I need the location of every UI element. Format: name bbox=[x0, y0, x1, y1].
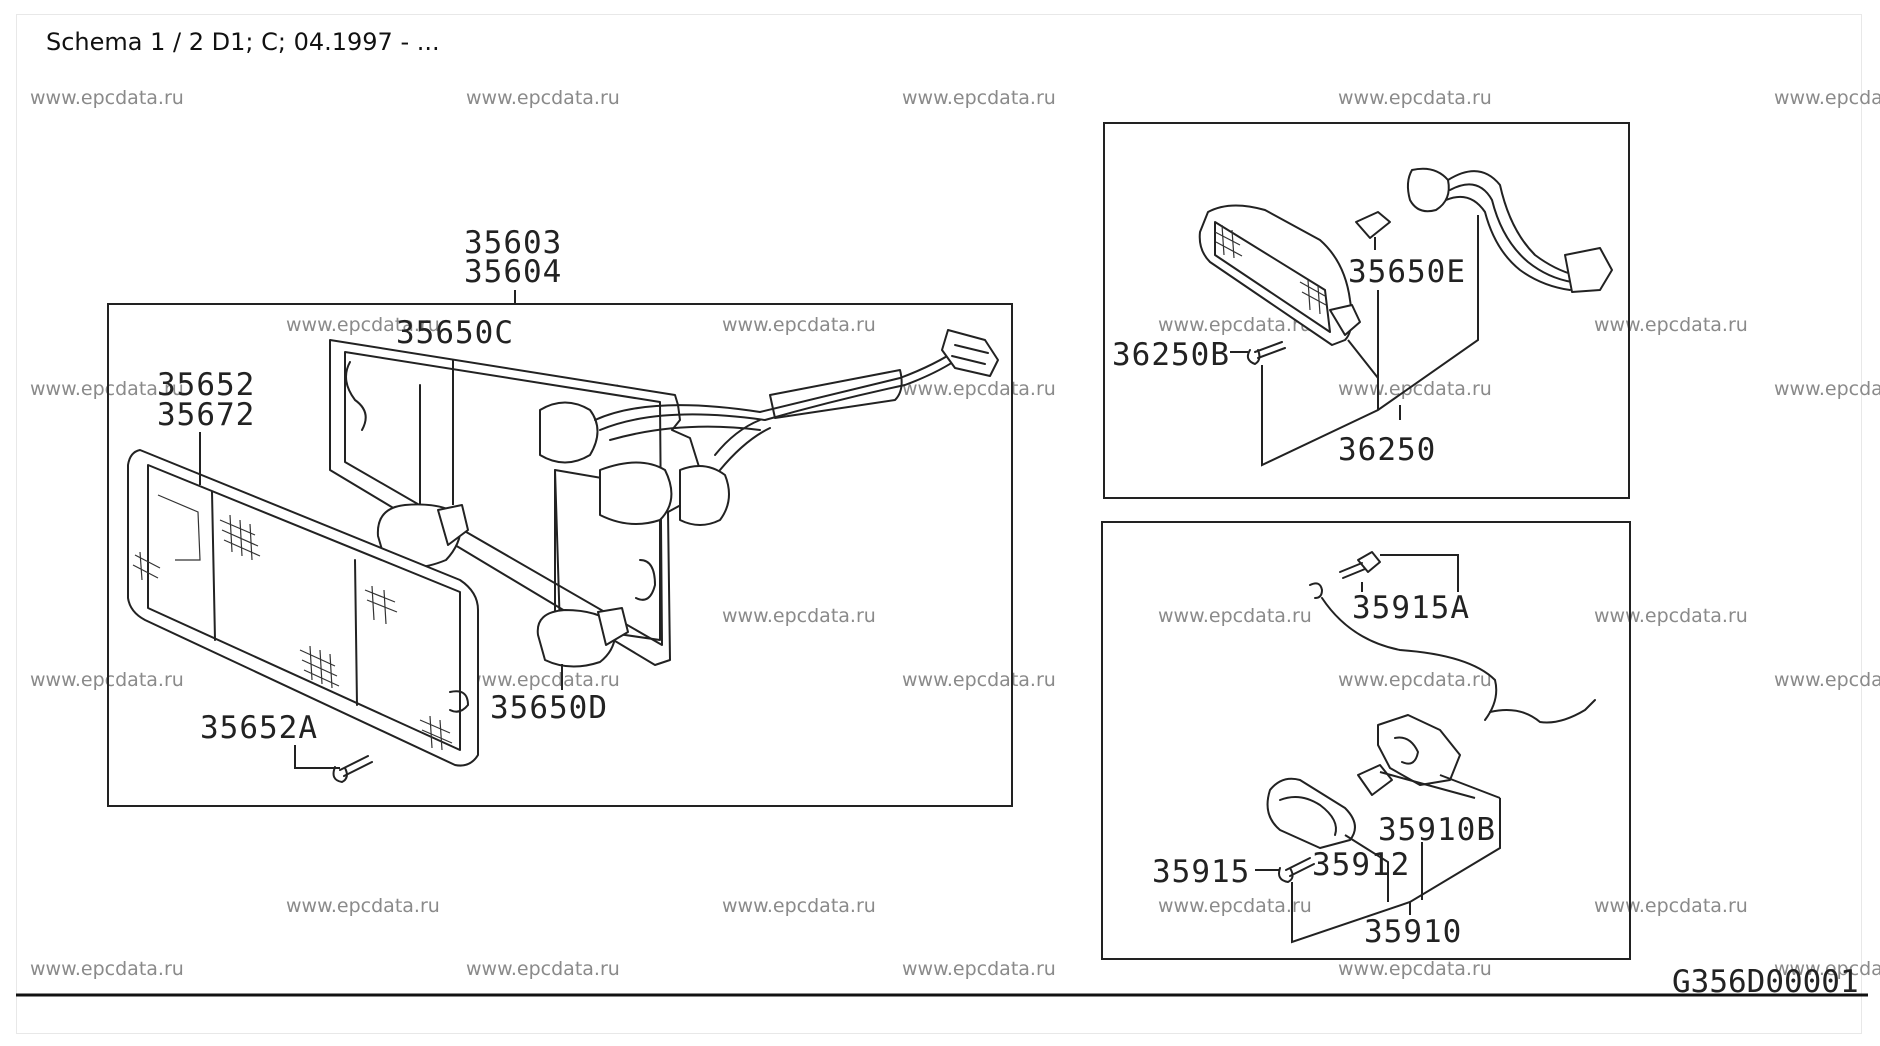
part-number-35910[interactable]: 35910 bbox=[1364, 914, 1462, 950]
part-number-35672[interactable]: 35672 bbox=[157, 397, 255, 433]
part-number-35915A[interactable]: 35915A bbox=[1352, 590, 1470, 626]
page-title: Schema 1 / 2 D1; C; 04.1997 - ... bbox=[46, 28, 440, 56]
part-number-35650E[interactable]: 35650E bbox=[1348, 254, 1466, 290]
watermark-text: www.epcdata.ru bbox=[30, 87, 184, 109]
watermark-text: www.epcdata.ru bbox=[1158, 605, 1312, 627]
leader-line bbox=[1344, 834, 1423, 915]
license-lamp-drawing bbox=[1266, 551, 1596, 883]
diagram-code: G356D00001 bbox=[1672, 964, 1859, 1000]
leader-line bbox=[1379, 771, 1501, 799]
side-marker-panel-border bbox=[1103, 122, 1630, 499]
watermark-text: www.epcdata.ru bbox=[902, 958, 1056, 980]
leader-line bbox=[1361, 554, 1459, 592]
part-number-36250B[interactable]: 36250B bbox=[1112, 337, 1230, 373]
watermark-text: www.epcdata.ru bbox=[1594, 314, 1748, 336]
watermark-text: www.epcdata.ru bbox=[466, 669, 620, 691]
part-number-35912[interactable]: 35912 bbox=[1312, 847, 1410, 883]
watermark-text: www.epcdata.ru bbox=[1338, 958, 1492, 980]
part-number-35603[interactable]: 35603 bbox=[464, 225, 562, 261]
watermark-text: www.epcdata.ru bbox=[902, 669, 1056, 691]
side-marker-lamp-drawing bbox=[1198, 167, 1613, 365]
watermark-text: www.epcdata.ru bbox=[1158, 895, 1312, 917]
leader-line bbox=[1377, 378, 1401, 420]
watermark-text: www.epcdata.ru bbox=[466, 87, 620, 109]
watermark-text: www.epcdata.ru bbox=[722, 895, 876, 917]
lamp-housing-drawing bbox=[329, 329, 999, 668]
watermark-text: www.epcdata.ru bbox=[902, 87, 1056, 109]
watermark-text: www.epcdata.ru bbox=[1594, 605, 1748, 627]
side-marker-panel: 35650E 36250B 36250 bbox=[1103, 122, 1630, 499]
lamp-lens-drawing bbox=[127, 449, 479, 767]
watermark-text: www.epcdata.ru bbox=[1774, 669, 1880, 691]
watermark-text: www.epcdata.ru bbox=[30, 378, 184, 400]
watermark-text: www.epcdata.ru bbox=[1594, 895, 1748, 917]
watermark-text: www.epcdata.ru bbox=[1774, 87, 1880, 109]
watermark-text: www.epcdata.ru bbox=[722, 605, 876, 627]
part-number-35650D[interactable]: 35650D bbox=[490, 690, 608, 726]
screw-35652A-drawing bbox=[332, 755, 373, 783]
watermark-text: www.epcdata.ru bbox=[1158, 314, 1312, 336]
leader-line bbox=[294, 745, 340, 769]
main-panel-border bbox=[107, 303, 1013, 807]
main-panel: 35603 35604 35650C 35652 35672 35652A 35… bbox=[107, 225, 1013, 807]
license-lamp-panel-border bbox=[1101, 521, 1631, 960]
leader-line bbox=[1230, 290, 1379, 379]
part-number-35650C[interactable]: 35650C bbox=[396, 315, 514, 351]
part-number-35915[interactable]: 35915 bbox=[1152, 854, 1250, 890]
watermark-text: www.epcdata.ru bbox=[722, 314, 876, 336]
watermark-text: www.epcdata.ru bbox=[286, 314, 440, 336]
watermark-text: www.epcdata.ru bbox=[1774, 958, 1880, 980]
license-lamp-panel: 35915A 35910B 35915 35912 35910 bbox=[1101, 521, 1631, 960]
part-number-35652A[interactable]: 35652A bbox=[200, 710, 318, 746]
watermark-text: www.epcdata.ru bbox=[30, 958, 184, 980]
part-number-35910B[interactable]: 35910B bbox=[1378, 812, 1496, 848]
watermark-text: www.epcdata.ru bbox=[1774, 378, 1880, 400]
part-number-35652[interactable]: 35652 bbox=[157, 367, 255, 403]
part-number-36250[interactable]: 36250 bbox=[1338, 432, 1436, 468]
watermark-text: www.epcdata.ru bbox=[286, 895, 440, 917]
watermark-text: www.epcdata.ru bbox=[30, 669, 184, 691]
watermark-text: www.epcdata.ru bbox=[1338, 87, 1492, 109]
watermark-text: www.epcdata.ru bbox=[902, 378, 1056, 400]
watermark-text: www.epcdata.ru bbox=[1338, 378, 1492, 400]
part-number-35604[interactable]: 35604 bbox=[464, 254, 562, 290]
watermark-text: www.epcdata.ru bbox=[466, 958, 620, 980]
watermark-text: www.epcdata.ru bbox=[1338, 669, 1492, 691]
